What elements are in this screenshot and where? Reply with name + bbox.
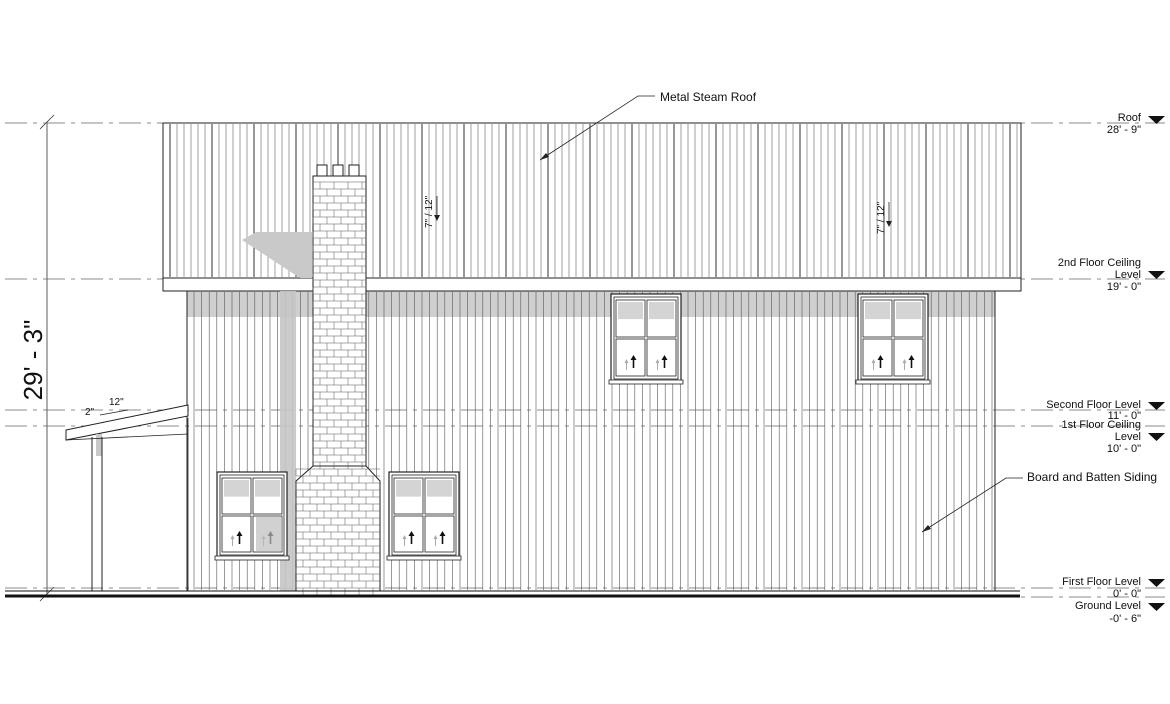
overall-height-label: 29' - 3" — [18, 320, 48, 401]
level-triangle-ground — [1148, 603, 1165, 611]
siding-note-leader — [921, 477, 1023, 533]
porch-slope-run: 12" — [109, 397, 124, 408]
level-name-first-floor: First Floor Level — [1062, 576, 1141, 588]
siding-note: Board and Batten Siding — [1027, 470, 1157, 484]
level-elevation-ground: -0' - 6" — [1109, 613, 1141, 625]
overall-height-dimension — [39, 114, 55, 602]
window-upper-right — [855, 293, 931, 385]
level-triangle-2nd-floor-ceiling — [1148, 271, 1165, 279]
level-elevation-1st-floor-ceiling: 10' - 0" — [1107, 443, 1141, 455]
level-triangle-first-floor — [1148, 579, 1165, 587]
level-triangle-second-floor — [1148, 402, 1165, 410]
level-marker-roof: Roof 28' - 9" — [1107, 112, 1165, 136]
level-name-1st-floor-ceiling-line2: Level — [1115, 431, 1141, 443]
windows — [214, 293, 931, 561]
roof-slope-arrowhead-2 — [886, 221, 892, 227]
roof-note: Metal Steam Roof — [660, 90, 757, 104]
level-name-1st-floor-ceiling-line1: 1st Floor Ceiling — [1062, 419, 1141, 431]
level-name-2nd-floor-ceiling-line1: 2nd Floor Ceiling — [1058, 257, 1141, 269]
level-elevation-2nd-floor-ceiling: 19' - 0" — [1107, 281, 1141, 293]
level-elevation-first-floor: 0' - 0" — [1113, 588, 1141, 600]
roof-note-leader — [539, 95, 655, 161]
level-marker-2nd-floor-ceiling: 2nd Floor Ceiling Level 19' - 0" — [1058, 257, 1165, 293]
level-name-roof: Roof — [1118, 112, 1142, 124]
siding-note-arrowhead — [922, 525, 931, 532]
level-marker-first-floor: First Floor Level 0' - 0" — [1062, 576, 1165, 600]
level-triangle-1st-floor-ceiling — [1148, 433, 1165, 441]
level-elevation-second-floor: 11' - 0" — [1108, 410, 1141, 422]
level-marker-second-floor: Second Floor Level 11' - 0" — [1046, 399, 1165, 422]
roof-fascia — [162, 277, 1022, 292]
roof-slope-1: 7" / 12" — [424, 195, 435, 228]
window-upper-center — [608, 293, 684, 385]
level-name-2nd-floor-ceiling-line2: Level — [1115, 269, 1141, 281]
level-triangle-roof — [1148, 116, 1165, 124]
level-name-second-floor: Second Floor Level — [1046, 399, 1141, 411]
level-elevation-roof: 28' - 9" — [1107, 124, 1141, 136]
chimney — [295, 164, 381, 595]
roof-slope-arrowhead-1 — [434, 215, 440, 221]
level-marker-ground: Ground Level -0' - 6" — [1075, 600, 1165, 625]
level-name-ground: Ground Level — [1075, 600, 1141, 612]
window-lower-center — [386, 471, 462, 561]
roof-slope-2: 7" / 12" — [876, 201, 887, 234]
roof-shadow — [242, 232, 312, 278]
level-marker-1st-floor-ceiling: 1st Floor Ceiling Level 10' - 0" — [1062, 419, 1165, 455]
roof-note-arrowhead — [540, 153, 549, 160]
porch — [65, 404, 189, 591]
window-shadow — [256, 517, 282, 551]
porch-slope-rise: 2" — [85, 407, 95, 418]
